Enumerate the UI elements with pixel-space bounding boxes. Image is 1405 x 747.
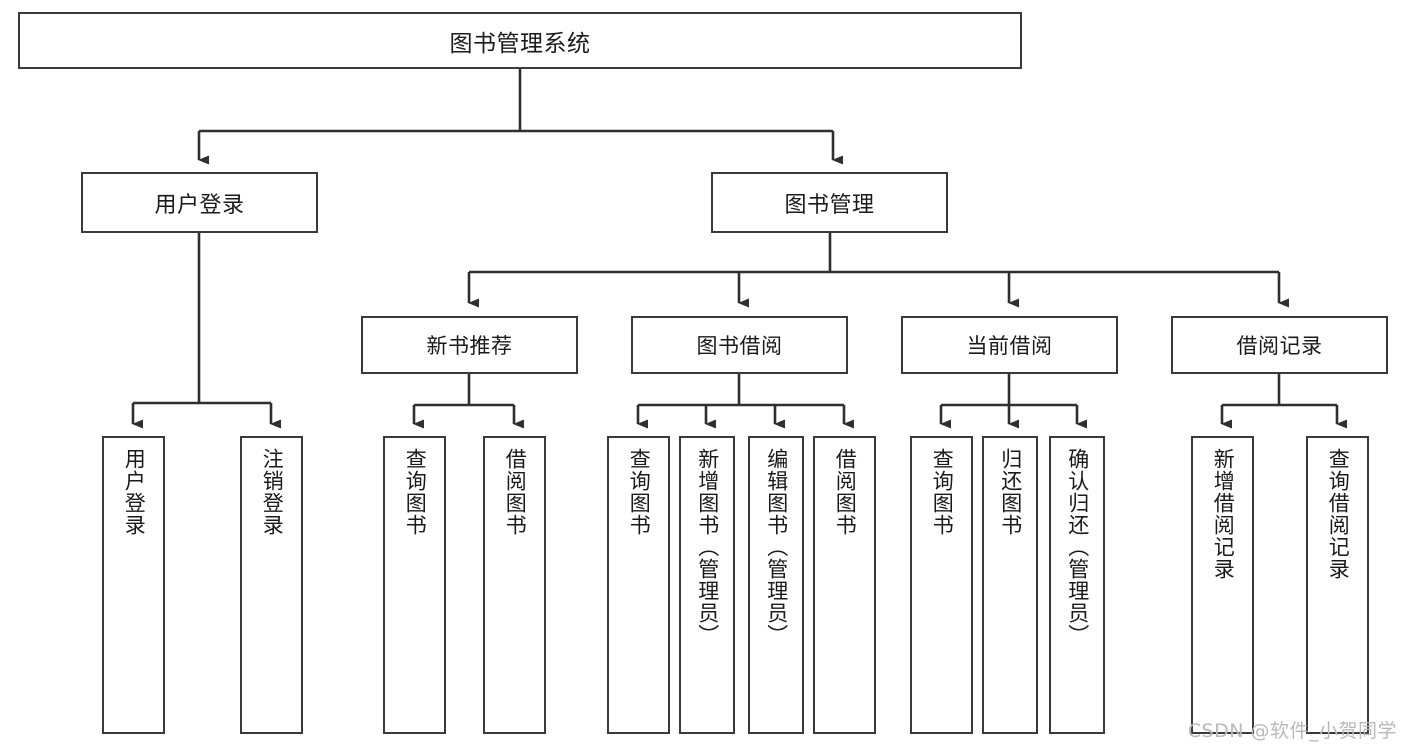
leaf-book-borrow-add-book-admin[interactable]: 新增图书（管理员） xyxy=(679,436,735,734)
node-book-management[interactable]: 图书管理 xyxy=(711,172,948,233)
node-label: 借阅图书 xyxy=(833,448,858,536)
node-label: 图书借阅 xyxy=(696,334,783,358)
node-label: 借阅图书 xyxy=(503,448,528,536)
node-label: 用户登录 xyxy=(122,448,147,536)
leaf-book-borrow-borrow-book[interactable]: 借阅图书 xyxy=(813,436,876,734)
node-label: 归还图书 xyxy=(998,448,1023,536)
watermark-text: CSDN @软件_小贺同学 xyxy=(1187,720,1397,742)
node-label: 编辑图书（管理员） xyxy=(764,448,789,646)
leaf-current-borrow-query-book[interactable]: 查询图书 xyxy=(910,436,973,734)
node-label: 借阅记录 xyxy=(1236,334,1323,358)
node-label: 新增图书（管理员） xyxy=(695,448,720,646)
node-label: 当前借阅 xyxy=(966,334,1053,358)
node-label: 查询图书 xyxy=(930,448,955,536)
node-label: 查询图书 xyxy=(403,448,428,536)
leaf-user-login-logout[interactable]: 注销登录 xyxy=(240,436,303,734)
node-label: 新书推荐 xyxy=(426,334,513,358)
node-label: 图书管理系统 xyxy=(449,30,591,57)
leaf-current-borrow-return-book[interactable]: 归还图书 xyxy=(982,436,1038,734)
node-root-book-management-system[interactable]: 图书管理系统 xyxy=(18,12,1022,69)
node-current-borrowing[interactable]: 当前借阅 xyxy=(901,316,1118,374)
leaf-new-book-borrow-book[interactable]: 借阅图书 xyxy=(483,436,546,734)
node-label: 新增借阅记录 xyxy=(1211,448,1236,580)
node-label: 查询图书 xyxy=(627,448,652,536)
node-user-login[interactable]: 用户登录 xyxy=(81,172,318,233)
node-label: 确认归还（管理员） xyxy=(1065,448,1090,646)
node-book-borrowing[interactable]: 图书借阅 xyxy=(631,316,848,374)
leaf-book-borrow-edit-book-admin[interactable]: 编辑图书（管理员） xyxy=(748,436,804,734)
leaf-book-borrow-query-book[interactable]: 查询图书 xyxy=(607,436,670,734)
leaf-new-book-query-book[interactable]: 查询图书 xyxy=(383,436,446,734)
node-new-book-recommendation[interactable]: 新书推荐 xyxy=(361,316,578,374)
node-label: 注销登录 xyxy=(260,448,285,536)
leaf-borrow-record-add-record[interactable]: 新增借阅记录 xyxy=(1191,436,1254,734)
node-borrowing-records[interactable]: 借阅记录 xyxy=(1171,316,1388,374)
leaf-current-borrow-confirm-return-admin[interactable]: 确认归还（管理员） xyxy=(1049,436,1105,734)
node-label: 查询借阅记录 xyxy=(1326,448,1351,580)
node-label: 用户登录 xyxy=(154,192,245,218)
node-label: 图书管理 xyxy=(784,192,875,218)
leaf-borrow-record-query-record[interactable]: 查询借阅记录 xyxy=(1306,436,1369,734)
leaf-user-login-login[interactable]: 用户登录 xyxy=(102,436,165,734)
